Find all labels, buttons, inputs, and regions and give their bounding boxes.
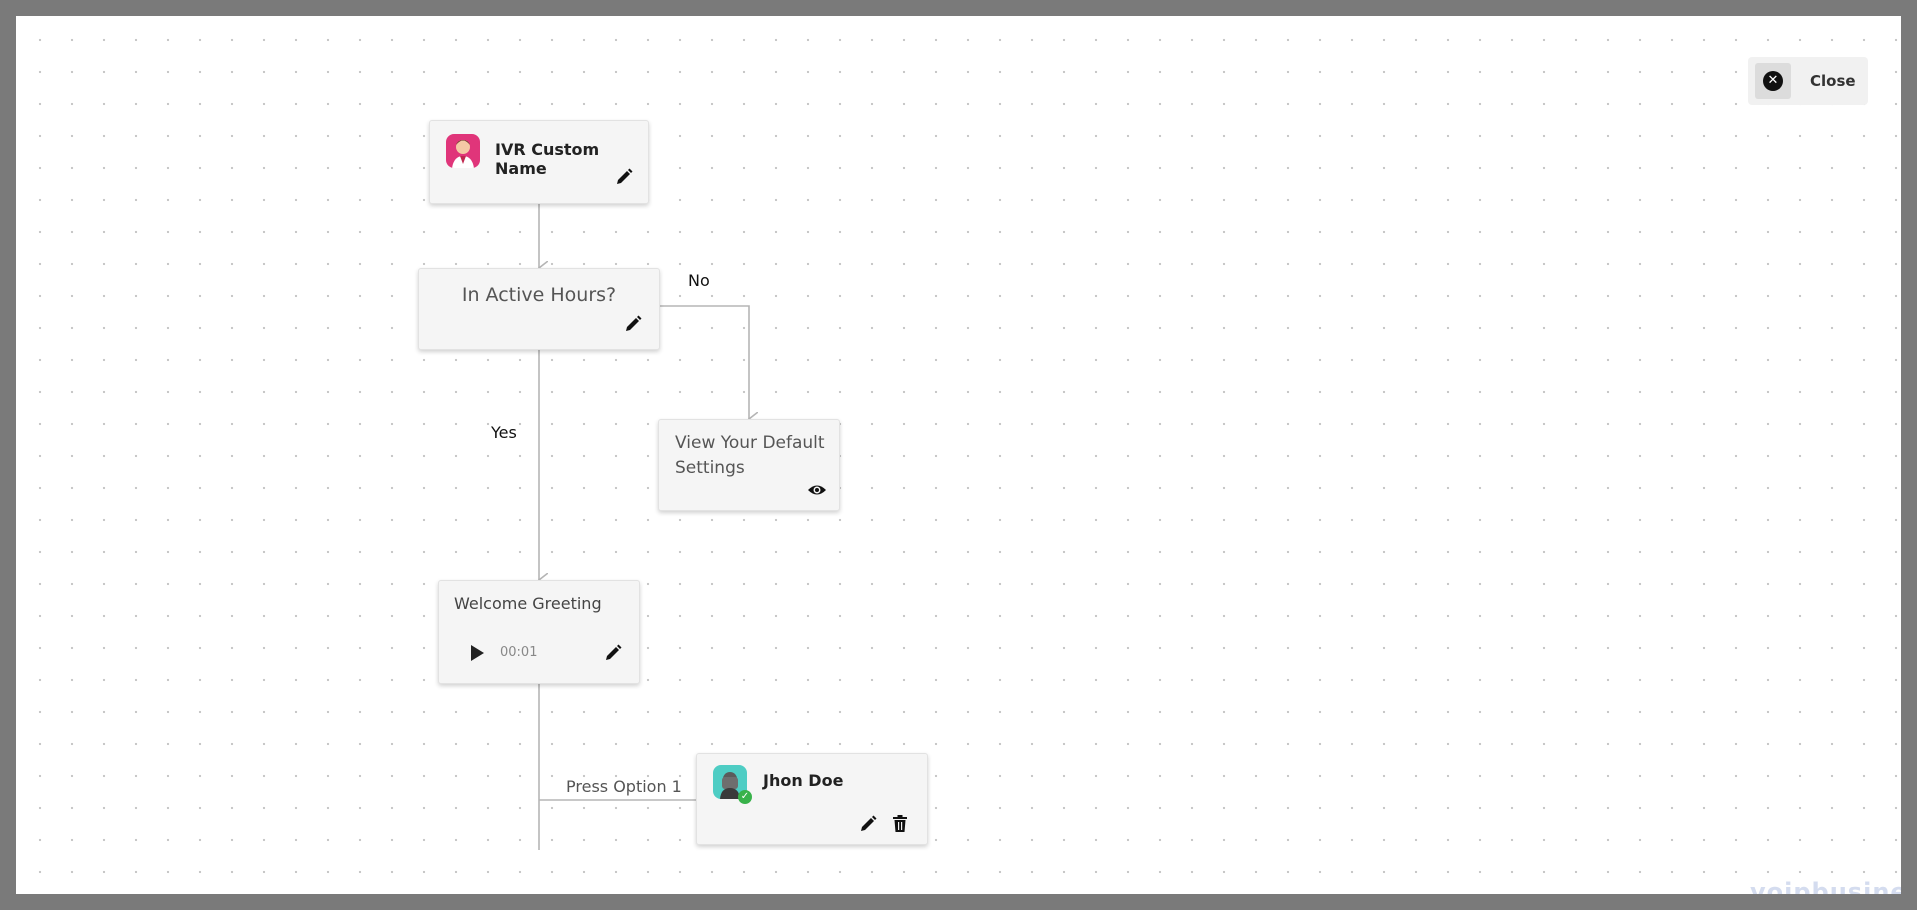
greeting-time: 00:01 xyxy=(500,645,538,660)
check-icon: ✓ xyxy=(738,790,752,804)
close-label: Close xyxy=(1810,72,1856,90)
connector-no-branch xyxy=(659,305,749,419)
ivr-node[interactable]: IVR Custom Name xyxy=(429,120,649,204)
brand-watermark: voipbusiness xyxy=(1750,878,1901,894)
agent-name: Jhon Doe xyxy=(763,771,844,790)
ivr-flow-canvas: ✕ Close IVR Custom Name In Active Hours?… xyxy=(16,16,1901,894)
yes-branch-label: Yes xyxy=(491,423,517,442)
agent-node[interactable]: ✓ Jhon Doe xyxy=(696,753,928,845)
default-settings-node[interactable]: View Your Default Settings xyxy=(658,419,840,511)
ivr-title: IVR Custom Name xyxy=(495,140,600,178)
close-button[interactable]: ✕ Close xyxy=(1748,57,1868,105)
play-icon[interactable] xyxy=(467,643,487,663)
no-branch-label: No xyxy=(688,271,710,290)
pencil-icon[interactable] xyxy=(623,314,643,334)
person-avatar-icon xyxy=(720,772,740,799)
option-1-label: Press Option 1 xyxy=(566,777,682,796)
ivr-avatar xyxy=(446,134,480,168)
pencil-icon[interactable] xyxy=(603,643,623,663)
greeting-title: Welcome Greeting xyxy=(454,594,602,613)
close-icon-box: ✕ xyxy=(1755,63,1791,99)
person-avatar-icon xyxy=(452,140,474,168)
active-hours-title: In Active Hours? xyxy=(461,284,617,306)
close-icon: ✕ xyxy=(1763,71,1783,91)
pencil-icon[interactable] xyxy=(614,167,634,187)
trash-icon[interactable] xyxy=(890,814,910,834)
welcome-greeting-node[interactable]: Welcome Greeting 00:01 xyxy=(438,580,640,684)
flow-connectors xyxy=(16,204,1901,850)
active-hours-node[interactable]: In Active Hours? xyxy=(418,268,660,350)
pencil-icon[interactable] xyxy=(858,814,878,834)
default-settings-title: View Your Default Settings xyxy=(675,433,825,478)
eye-icon[interactable] xyxy=(807,480,827,500)
